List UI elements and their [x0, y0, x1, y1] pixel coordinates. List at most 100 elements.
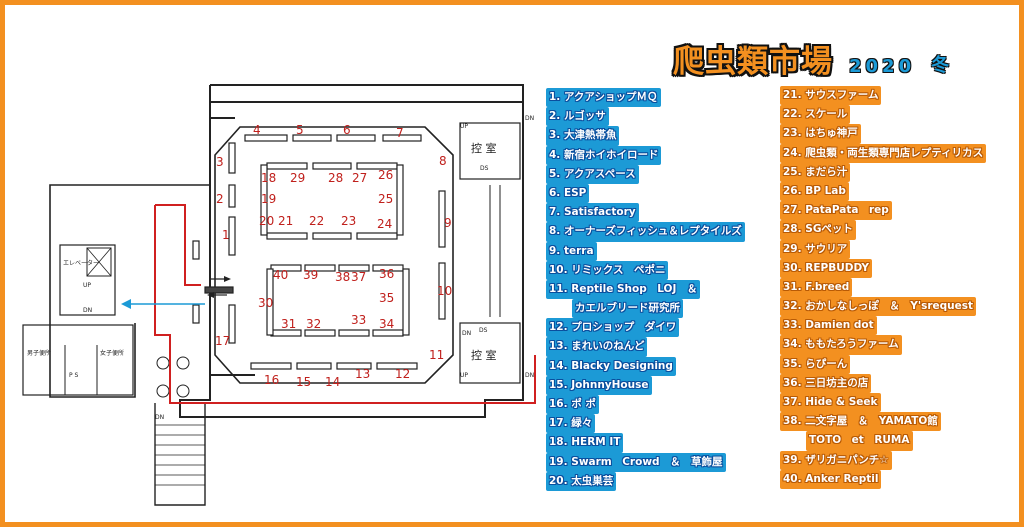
- list-item: 12. プロショップ ダイワ: [546, 315, 745, 338]
- list-item: 19. Swarm Crowd ＆ 草飾屋: [546, 450, 745, 472]
- booth-34: 34: [379, 317, 394, 331]
- list-item: 3. 大津熱帯魚: [546, 123, 745, 146]
- booth-37: 37: [351, 270, 366, 284]
- label-mens-restroom: 男子便所: [27, 349, 51, 357]
- label-dn-2: DN: [462, 330, 471, 337]
- booth-9: 9: [444, 216, 452, 230]
- list-item: 11. Reptile Shop LOJ ＆: [546, 277, 745, 300]
- list-item: 10. リミックス ペポニ: [546, 258, 745, 280]
- list-item: 36. 三日坊主の店: [780, 371, 986, 394]
- booth-31: 31: [281, 317, 296, 331]
- label-elevator: エレベーター: [63, 259, 99, 267]
- booth-22: 22: [309, 214, 324, 228]
- exhibitor-list-right: 21. サウスファーム 22. スケール 23. はちゅ神戸 24. 爬虫類・両…: [780, 83, 987, 489]
- label-ds-1: DS: [480, 165, 489, 172]
- label-hikae-bottom: 控 室: [471, 348, 497, 362]
- list-item: 8. オーナーズフィッシュ＆レプタイルズ: [546, 219, 745, 242]
- list-item: 40. Anker Reptil: [780, 467, 986, 489]
- list-item: 16. ポ ポ: [546, 392, 745, 415]
- label-up-1: UP: [460, 123, 468, 130]
- label-ps: P S: [69, 372, 79, 379]
- list-item: 21. サウスファーム: [780, 83, 986, 106]
- booth-38: 38: [335, 270, 350, 284]
- booth-29: 29: [290, 171, 305, 185]
- list-item: 24. 爬虫類・両生類専門店レプティリカス: [780, 141, 987, 163]
- booth-5: 5: [296, 123, 304, 137]
- list-item: 9. terra: [546, 239, 745, 261]
- booth-33: 33: [351, 313, 366, 327]
- booth-27: 27: [352, 171, 367, 185]
- label-dn-4: DN: [83, 307, 92, 314]
- label-womens-restroom: 女子便所: [100, 349, 124, 357]
- booth-13: 13: [355, 367, 370, 381]
- booth-40: 40: [273, 268, 288, 282]
- list-item: 15. JohnnyHouse: [546, 373, 745, 396]
- list-item: 23. はちゅ神戸: [780, 121, 986, 144]
- list-item: 35. らぴーん: [780, 352, 986, 374]
- list-item: 6. ESP: [546, 181, 745, 204]
- list-item: 2. ルゴッサ: [546, 104, 745, 127]
- booth-26: 26: [378, 168, 393, 182]
- list-item: 29. サウリア: [780, 237, 986, 259]
- booth-3: 3: [216, 155, 224, 169]
- list-item: 25. まだら汁: [780, 160, 986, 182]
- list-item: 38. 二文字屋 ＆ YAMATO館: [780, 409, 986, 432]
- list-item: 13. まれいのねんど: [546, 334, 745, 357]
- list-item: 31. F.breed: [780, 275, 986, 298]
- booth-23: 23: [341, 214, 356, 228]
- label-dn-5: DN: [155, 414, 164, 421]
- list-item: 37. Hide & Seek: [780, 390, 986, 413]
- booth-10: 10: [437, 284, 452, 298]
- booth-14: 14: [325, 375, 340, 389]
- booth-6: 6: [343, 123, 351, 137]
- booth-16: 16: [264, 373, 279, 387]
- booth-2: 2: [216, 192, 224, 206]
- booth-4: 4: [253, 123, 261, 137]
- booth-32: 32: [306, 317, 321, 331]
- list-item: 1. アクアショップＭＱ: [546, 85, 745, 108]
- booth-17: 17: [215, 334, 230, 348]
- list-item: 39. ザリガニパンチ☆: [780, 448, 986, 470]
- booth-30: 30: [258, 296, 273, 310]
- booth-35: 35: [379, 291, 394, 305]
- booth-24: 24: [377, 217, 392, 231]
- list-item: 17. 緑々: [546, 411, 745, 434]
- booth-12: 12: [395, 367, 410, 381]
- list-item: 18. HERM IT: [546, 430, 745, 453]
- booth-11: 11: [429, 348, 444, 362]
- booth-39: 39: [303, 268, 318, 282]
- booth-28: 28: [328, 171, 343, 185]
- label-hikae-top: 控 室: [471, 141, 497, 155]
- list-item: 20. 太虫巣芸: [546, 469, 745, 491]
- booth-20: 20: [259, 214, 274, 228]
- list-item: 4. 新宿ホイホイロード: [546, 143, 745, 165]
- booth-21: 21: [278, 214, 293, 228]
- list-item: 30. REPBUDDY: [780, 256, 986, 278]
- booth-18: 18: [261, 171, 276, 185]
- exhibitor-list-left: 1. アクアショップＭＱ 2. ルゴッサ 3. 大津熱帯魚 4. 新宿ホイホイロ…: [546, 85, 745, 491]
- title-block: 爬虫類市場 2020 冬: [673, 41, 953, 81]
- list-item: 7. Satisfactory: [546, 200, 745, 223]
- booth-25: 25: [378, 192, 393, 206]
- title-year: 2020: [849, 56, 916, 77]
- list-item: 27. PataPata rep: [780, 198, 986, 221]
- booth-19: 19: [261, 192, 276, 206]
- booth-8: 8: [439, 154, 447, 168]
- floor-plan: 1 2 3 4 5 6 7 8 9 10 11 12 13 14 15 16 1…: [22, 84, 536, 506]
- label-up-2: UP: [460, 372, 468, 379]
- booth-15: 15: [296, 375, 311, 389]
- booth-7: 7: [396, 126, 404, 140]
- list-item: 33. Damien dot: [780, 313, 986, 336]
- list-item: 14. Blacky Designing: [546, 354, 745, 376]
- label-dn-1: DN: [525, 115, 534, 122]
- booth-36: 36: [379, 267, 394, 281]
- title-season: 冬: [931, 55, 954, 76]
- booth-numbers: 1 2 3 4 5 6 7 8 9 10 11 12 13 14 15 16 1…: [215, 123, 452, 389]
- list-item: TOTO et RUMA: [780, 428, 986, 451]
- list-item: カエルブリード研究所: [546, 296, 745, 319]
- list-item: 22. スケール: [780, 102, 986, 125]
- list-item: 26. BP Lab: [780, 179, 986, 202]
- booth-1: 1: [222, 228, 230, 242]
- list-item: 28. SGペット: [780, 217, 986, 240]
